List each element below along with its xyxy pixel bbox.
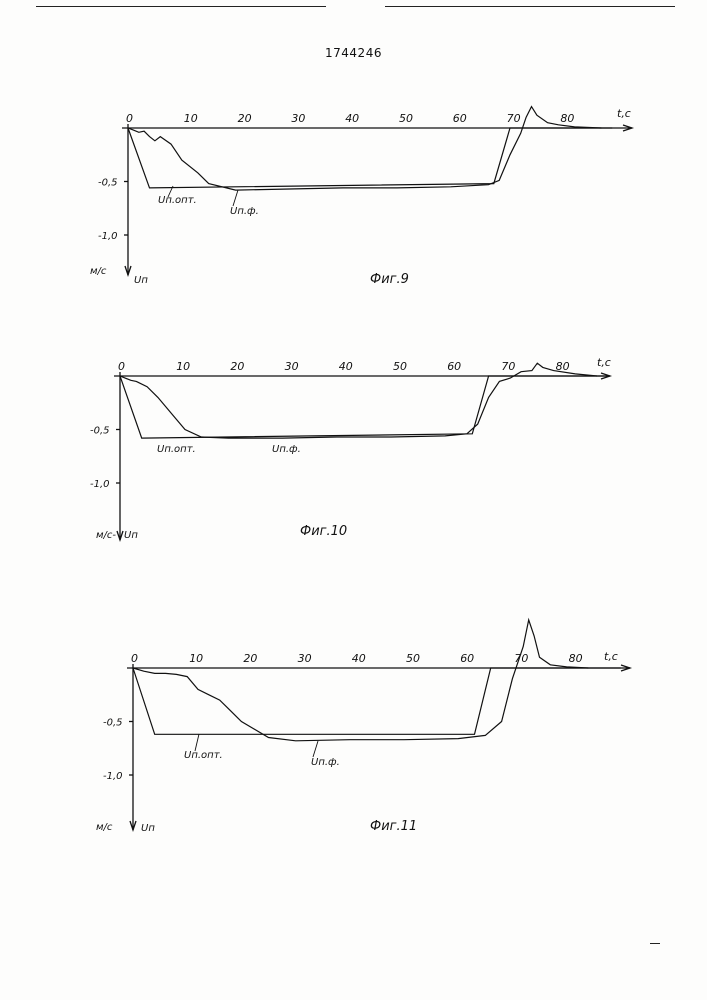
x-tick-label: 30 xyxy=(298,652,312,665)
series-actual xyxy=(120,363,597,438)
x-axis-label: t,c xyxy=(597,356,611,369)
figure-11: 0 10 20 30 40 50 60 70 80 t,c -0,5 -1,0 м/c Uп Uп.опт.… xyxy=(96,620,630,834)
y-unit: м/c- xyxy=(96,530,116,541)
x-tick-label: 60 xyxy=(447,360,461,373)
x-tick-label: 0 xyxy=(126,112,133,125)
x-tick-label: 30 xyxy=(285,360,299,373)
footer-mark xyxy=(650,943,660,944)
y-tick-label: -1,0 xyxy=(103,771,123,782)
y-axis-label: Uп xyxy=(134,275,148,286)
series-actual xyxy=(133,620,588,741)
x-tick-label: 30 xyxy=(291,112,305,125)
x-tick-label: 20 xyxy=(238,112,252,125)
figure-caption: Фиг.9 xyxy=(370,272,409,287)
y-unit: м/c xyxy=(96,822,113,833)
figure-9: 0 10 20 30 40 50 60 70 80 t,c -0,5 -1,0 м/cUп Uп.опт.… xyxy=(90,107,632,287)
y-tick-label: -0,5 xyxy=(103,718,123,729)
figure-10: 01020304050607080t,c-0,5-1,0м/c-UпUп.опт… xyxy=(90,356,611,541)
x-tick-label: 80 xyxy=(569,652,583,665)
actual-leader xyxy=(313,741,318,757)
x-axis-label: t,c xyxy=(617,107,631,120)
actual-curve-label: Uп.ф. xyxy=(311,757,340,768)
y-unit: м/c xyxy=(90,266,107,277)
y-tick-label: -0,5 xyxy=(90,426,110,437)
figure-caption: Фиг.11 xyxy=(370,819,417,834)
series-optimal xyxy=(128,128,612,188)
x-tick-label: 10 xyxy=(184,112,198,125)
optimal-curve-label: Uп.опт. xyxy=(157,444,196,455)
y-tick-label: -0,5 xyxy=(98,178,118,189)
x-tick-label: 70 xyxy=(501,360,515,373)
y-axis-label: Uп xyxy=(141,823,155,834)
actual-leader xyxy=(233,190,238,206)
x-tick-label: 10 xyxy=(189,652,203,665)
x-tick-label: 40 xyxy=(339,360,353,373)
x-tick-label: 60 xyxy=(453,112,467,125)
x-tick-label: 60 xyxy=(460,652,474,665)
x-tick-label: 70 xyxy=(507,112,521,125)
y-tick-label: -1,0 xyxy=(98,231,118,242)
optimal-curve-label: Uп.опт. xyxy=(158,195,197,206)
x-tick-label: 20 xyxy=(243,652,257,665)
x-tick-label: 80 xyxy=(560,112,574,125)
series-actual xyxy=(128,107,601,191)
y-tick-label: -1,0 xyxy=(90,479,110,490)
figure-caption: Фиг.10 xyxy=(300,524,347,539)
x-tick-label: 40 xyxy=(345,112,359,125)
y-axis-label: Uп xyxy=(124,530,138,541)
actual-curve-label: Uп.ф. xyxy=(230,206,259,217)
actual-curve-label: Uп.ф. xyxy=(272,444,301,455)
x-tick-label: 0 xyxy=(118,360,125,373)
optimal-curve-label: Uп.опт. xyxy=(184,750,223,761)
x-tick-label: 50 xyxy=(399,112,413,125)
x-tick-label: 50 xyxy=(406,652,420,665)
series-optimal xyxy=(133,668,621,734)
x-tick-label: 40 xyxy=(352,652,366,665)
series-optimal xyxy=(120,376,608,438)
optimal-leader xyxy=(195,734,199,751)
x-tick-label: 10 xyxy=(176,360,190,373)
x-tick-label: 20 xyxy=(230,360,244,373)
x-axis-label: t,c xyxy=(604,650,618,663)
x-tick-label: 70 xyxy=(514,652,528,665)
x-tick-label: 0 xyxy=(131,652,138,665)
x-tick-label: 50 xyxy=(393,360,407,373)
